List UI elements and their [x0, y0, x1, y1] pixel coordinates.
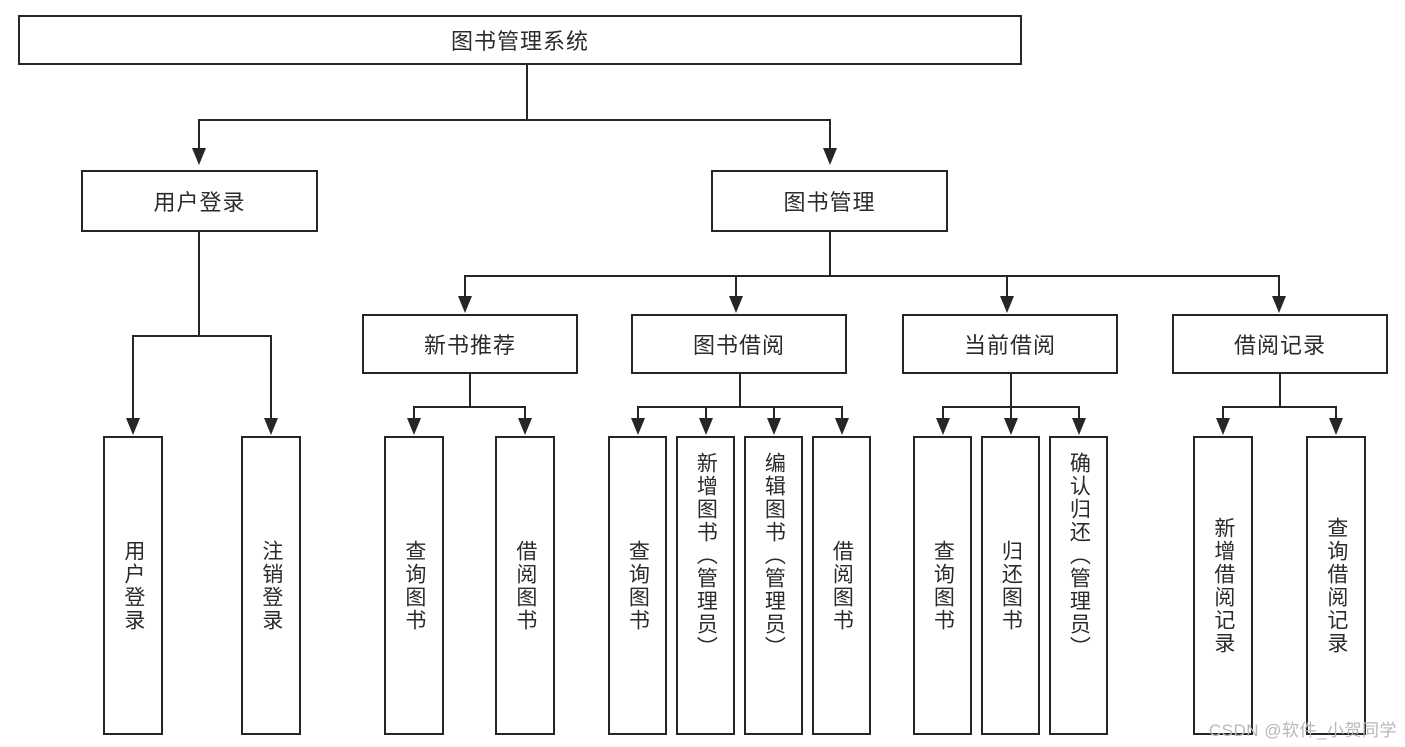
- leaf-label: 借阅图书: [513, 539, 537, 632]
- watermark: CSDN @软件_小贺同学: [1208, 721, 1397, 740]
- edge-root-down: [526, 65, 528, 120]
- edge-book-management-down: [829, 232, 831, 276]
- edge-to-new-book: [464, 275, 466, 297]
- edge-new-book-leaf-1: [524, 406, 526, 419]
- leaf-book-borrow-0[interactable]: 查询图书: [608, 436, 667, 735]
- node-root-book-management-system[interactable]: 图书管理系统: [18, 15, 1022, 65]
- arrow-new-book-leaf-0: [407, 418, 421, 435]
- arrow-book-borrow-leaf-1: [699, 418, 713, 435]
- edge-user-login-leaf-1: [270, 335, 272, 419]
- edge-book-borrow-leaf-3: [841, 406, 843, 419]
- arrow-to-new-book: [458, 296, 472, 313]
- node-current-borrow[interactable]: 当前借阅: [902, 314, 1118, 374]
- arrow-user-login-leaf-1: [264, 418, 278, 435]
- edge-user-login-leaf-0: [132, 335, 134, 419]
- leaf-label: 新增图书（管理员）: [694, 452, 718, 659]
- arrow-to-current-borrow: [1000, 296, 1014, 313]
- node-new-book-recommend[interactable]: 新书推荐: [362, 314, 578, 374]
- leaf-current-borrow-1[interactable]: 归还图书: [981, 436, 1040, 735]
- node-label: 借阅记录: [1233, 333, 1326, 358]
- leaf-new-book-0[interactable]: 查询图书: [384, 436, 444, 735]
- edge-current-borrow-leaf-2: [1078, 406, 1080, 419]
- arrow-to-user-login: [192, 148, 206, 165]
- leaf-new-book-1[interactable]: 借阅图书: [495, 436, 555, 735]
- arrow-current-borrow-leaf-2: [1072, 418, 1086, 435]
- edge-borrow-record-leaf-1: [1335, 406, 1337, 419]
- edge-user-login-bus: [132, 335, 272, 337]
- leaf-label: 新增借阅记录: [1211, 516, 1235, 655]
- node-label: 新书推荐: [423, 333, 516, 358]
- edge-borrow-record-leaf-0: [1222, 406, 1224, 419]
- edge-new-book-down: [469, 374, 471, 407]
- node-label: 图书借阅: [692, 333, 785, 358]
- edge-to-borrow-record: [1278, 275, 1280, 297]
- edge-book-borrow-leaf-2: [773, 406, 775, 419]
- edge-new-book-bus: [413, 406, 526, 408]
- leaf-label: 用户登录: [121, 539, 145, 632]
- leaf-current-borrow-2[interactable]: 确认归还（管理员）: [1049, 436, 1108, 735]
- edge-to-user-login: [198, 119, 200, 149]
- edge-to-book-borrow: [735, 275, 737, 297]
- edge-level3-bus: [464, 275, 1280, 277]
- edge-book-borrow-bus: [637, 406, 842, 408]
- leaf-borrow-record-0[interactable]: 新增借阅记录: [1193, 436, 1253, 735]
- leaf-book-borrow-3[interactable]: 借阅图书: [812, 436, 871, 735]
- edge-book-borrow-leaf-0: [637, 406, 639, 419]
- leaf-label: 注销登录: [259, 539, 283, 632]
- arrow-current-borrow-leaf-1: [1004, 418, 1018, 435]
- leaf-label: 查询图书: [626, 539, 650, 632]
- leaf-label: 确认归还（管理员）: [1067, 452, 1091, 659]
- node-user-login[interactable]: 用户登录: [81, 170, 318, 232]
- leaf-user-login-0[interactable]: 用户登录: [103, 436, 163, 735]
- node-label: 图书管理: [783, 190, 876, 215]
- edge-to-book-management: [829, 119, 831, 149]
- leaf-user-login-1[interactable]: 注销登录: [241, 436, 301, 735]
- edge-borrow-record-bus: [1222, 406, 1337, 408]
- leaf-book-borrow-2[interactable]: 编辑图书（管理员）: [744, 436, 803, 735]
- leaf-borrow-record-1[interactable]: 查询借阅记录: [1306, 436, 1366, 735]
- node-label: 图书管理系统: [450, 29, 589, 54]
- arrow-new-book-leaf-1: [518, 418, 532, 435]
- arrow-book-borrow-leaf-3: [835, 418, 849, 435]
- node-label: 用户登录: [153, 190, 246, 215]
- arrow-borrow-record-leaf-0: [1216, 418, 1230, 435]
- arrow-borrow-record-leaf-1: [1329, 418, 1343, 435]
- node-book-borrow[interactable]: 图书借阅: [631, 314, 847, 374]
- leaf-current-borrow-0[interactable]: 查询图书: [913, 436, 972, 735]
- leaf-label: 查询借阅记录: [1324, 516, 1348, 655]
- arrow-book-borrow-leaf-0: [631, 418, 645, 435]
- arrow-user-login-leaf-0: [126, 418, 140, 435]
- leaf-label: 归还图书: [999, 539, 1023, 632]
- edge-level2-bus: [198, 119, 830, 121]
- edge-current-borrow-down: [1010, 374, 1012, 407]
- edge-current-borrow-leaf-0: [942, 406, 944, 419]
- edge-borrow-record-down: [1279, 374, 1281, 407]
- leaf-label: 编辑图书（管理员）: [762, 452, 786, 659]
- edge-new-book-leaf-0: [413, 406, 415, 419]
- node-borrow-record[interactable]: 借阅记录: [1172, 314, 1388, 374]
- leaf-label: 借阅图书: [830, 539, 854, 632]
- edge-current-borrow-leaf-1: [1010, 406, 1012, 419]
- leaf-book-borrow-1[interactable]: 新增图书（管理员）: [676, 436, 735, 735]
- arrow-to-borrow-record: [1272, 296, 1286, 313]
- edge-to-current-borrow: [1006, 275, 1008, 297]
- arrow-to-book-borrow: [729, 296, 743, 313]
- node-book-management[interactable]: 图书管理: [711, 170, 948, 232]
- arrow-to-book-management: [823, 148, 837, 165]
- leaf-label: 查询图书: [931, 539, 955, 632]
- edge-book-borrow-leaf-1: [705, 406, 707, 419]
- edge-user-login-down: [198, 232, 200, 336]
- node-label: 当前借阅: [963, 333, 1056, 358]
- arrow-book-borrow-leaf-2: [767, 418, 781, 435]
- edge-book-borrow-down: [739, 374, 741, 407]
- arrow-current-borrow-leaf-0: [936, 418, 950, 435]
- leaf-label: 查询图书: [402, 539, 426, 632]
